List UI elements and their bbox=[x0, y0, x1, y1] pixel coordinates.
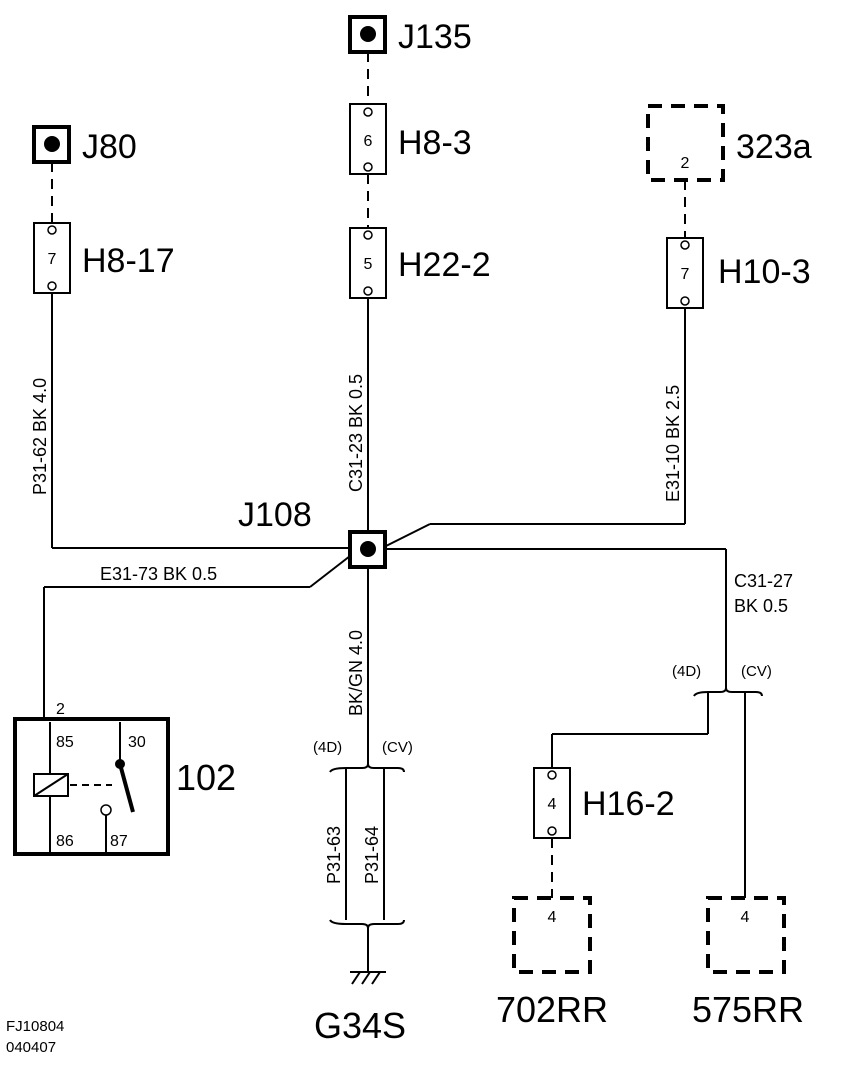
j135-splice: J135 bbox=[348, 15, 472, 56]
relay-102-label: 102 bbox=[176, 757, 236, 798]
h10-3-pin: 7 bbox=[681, 266, 690, 283]
575rr-pin: 4 bbox=[741, 909, 750, 926]
j108-splice: J108 bbox=[238, 496, 387, 569]
left-variant-fork: (4D) (CV) P31-63 P31-64 bbox=[313, 739, 413, 972]
ground-g34s-label: G34S bbox=[314, 1005, 406, 1046]
right-variant-fork: (4D) (CV) bbox=[551, 663, 772, 898]
h16-2-connector: 4 H16-2 bbox=[533, 767, 675, 839]
p31-64-wire-label: P31-64 bbox=[362, 826, 382, 884]
702rr-label: 702RR bbox=[496, 989, 608, 1030]
e31-73-wire-label: E31-73 BK 0.5 bbox=[100, 564, 217, 584]
relay-102-pin-85: 85 bbox=[56, 734, 74, 751]
right-cv-label: (CV) bbox=[741, 663, 772, 680]
702rr-pin: 4 bbox=[548, 909, 557, 926]
relay-102-pin-30: 30 bbox=[128, 734, 146, 751]
h8-3-label: H8-3 bbox=[398, 124, 472, 162]
p31-63-wire-label: P31-63 bbox=[324, 826, 344, 884]
relay-102-pin-87: 87 bbox=[110, 833, 128, 850]
p31-62-wire-label: P31-62 BK 4.0 bbox=[30, 378, 50, 495]
h8-17-label: H8-17 bbox=[82, 242, 175, 280]
h10-3-connector: 7 H10-3 bbox=[666, 237, 811, 309]
relay-102: 2 85 30 86 87 102 bbox=[13, 701, 236, 856]
h8-3-pin: 6 bbox=[364, 133, 373, 150]
702rr-connector: 4 702RR bbox=[496, 896, 608, 1030]
323a-pin: 2 bbox=[681, 155, 690, 172]
right-4d-label: (4D) bbox=[672, 663, 701, 680]
c31-27-wire-label-line2: BK 0.5 bbox=[734, 596, 788, 616]
j135-label: J135 bbox=[398, 18, 472, 56]
left-cv-label: (CV) bbox=[382, 739, 413, 756]
bkgn-wire-label: BK/GN 4.0 bbox=[346, 630, 366, 716]
323a-label: 323a bbox=[736, 128, 812, 166]
323a-connector: 2 323a bbox=[646, 104, 812, 182]
c31-27-wire-label-line1: C31-27 bbox=[734, 571, 793, 591]
left-4d-label: (4D) bbox=[313, 739, 342, 756]
h8-17-connector: 7 H8-17 bbox=[33, 222, 175, 294]
h8-17-pin: 7 bbox=[48, 251, 57, 268]
j80-label: J80 bbox=[82, 128, 137, 166]
diagram-date: 040407 bbox=[6, 1039, 56, 1056]
j108-label: J108 bbox=[238, 496, 312, 534]
e31-10-wire-label: E31-10 BK 2.5 bbox=[663, 385, 683, 502]
diagram-code: FJ10804 bbox=[6, 1018, 64, 1035]
h22-2-connector: 5 H22-2 bbox=[349, 227, 491, 299]
575rr-label: 575RR bbox=[692, 989, 804, 1030]
c31-23-wire-label: C31-23 BK 0.5 bbox=[346, 374, 366, 492]
h22-2-pin: 5 bbox=[364, 256, 373, 273]
relay-102-pin-2: 2 bbox=[56, 701, 65, 718]
h16-2-label: H16-2 bbox=[582, 785, 675, 823]
ground-g34s: G34S bbox=[314, 971, 406, 1046]
h10-3-label: H10-3 bbox=[718, 253, 811, 291]
h16-2-pin: 4 bbox=[548, 796, 557, 813]
h8-3-connector: 6 H8-3 bbox=[349, 103, 472, 175]
575rr-connector: 4 575RR bbox=[692, 896, 804, 1030]
relay-102-pin-86: 86 bbox=[56, 833, 74, 850]
h22-2-label: H22-2 bbox=[398, 246, 491, 284]
j80-splice: J80 bbox=[32, 125, 137, 166]
